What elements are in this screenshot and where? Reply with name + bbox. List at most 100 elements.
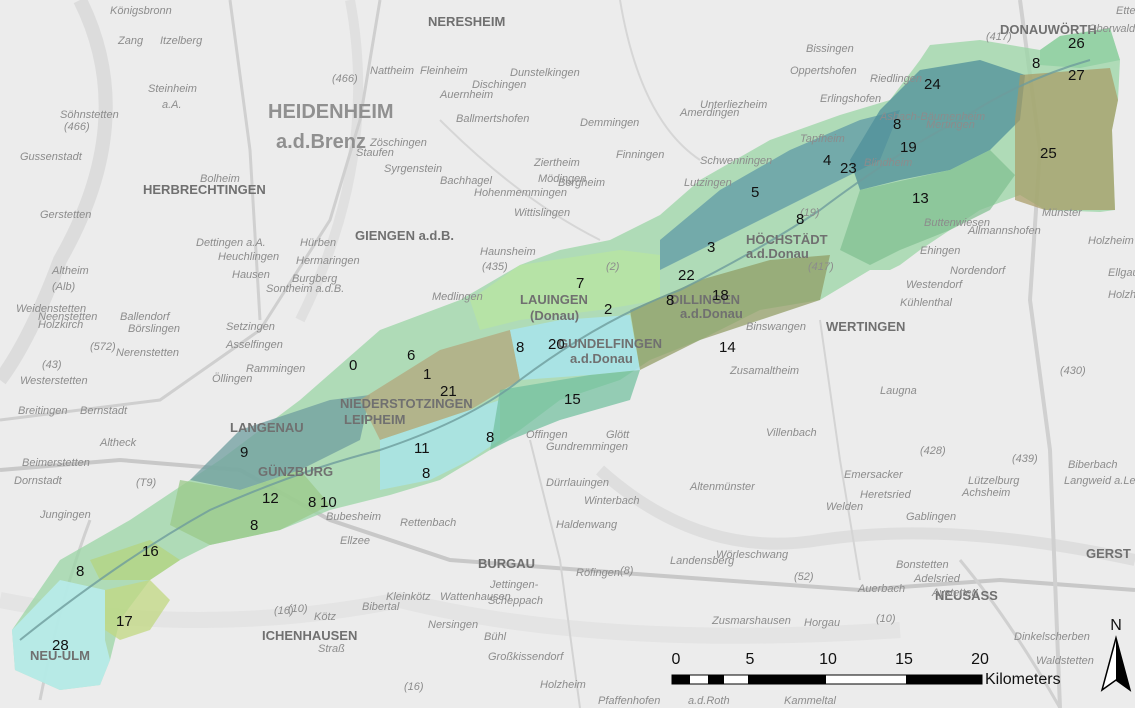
zone-polygon xyxy=(170,470,330,545)
minor-place-label: Wörleschwang xyxy=(716,549,789,561)
zone-number-label: 9 xyxy=(240,444,248,461)
road-number-label: (43) xyxy=(42,359,62,371)
minor-place-label: Kammeltal xyxy=(784,695,837,707)
road-number-label: (8) xyxy=(620,565,634,577)
minor-place-label: Heretsried xyxy=(860,489,912,501)
zone-number-label: 23 xyxy=(840,160,857,177)
minor-place-label: Gerstetten xyxy=(40,209,91,221)
zone-number-label: 8 xyxy=(1032,55,1040,72)
minor-place-label: Rammingen xyxy=(246,363,305,375)
road-number-label: (2) xyxy=(606,261,620,273)
road-number-label: (417) xyxy=(986,31,1012,43)
minor-place-label: Jettingen- xyxy=(489,579,539,591)
zone-number-label: 8 xyxy=(516,339,524,356)
zone-number-label: 24 xyxy=(924,76,941,93)
major-place-label: WERTINGEN xyxy=(826,319,905,334)
minor-place-label: Hürben xyxy=(300,237,336,249)
minor-place-label: Waldstetten xyxy=(1036,655,1094,667)
road-number-label: (466) xyxy=(64,121,90,133)
minor-place-label: Ziertheim xyxy=(533,157,580,169)
minor-place-label: Röfingen xyxy=(576,567,620,579)
scale-tick-label: 5 xyxy=(746,651,755,668)
minor-place-label: Weidenstetten xyxy=(16,303,86,315)
minor-place-label: Wattenhausen xyxy=(440,591,511,603)
minor-place-label: Demmingen xyxy=(580,117,639,129)
zone-number-labels: 0123456788888888889101112131415161718192… xyxy=(52,35,1085,654)
road-number-label: (428) xyxy=(920,445,946,457)
minor-place-label: Scheppach xyxy=(488,595,543,607)
road-number-label: (572) xyxy=(90,341,116,353)
minor-place-label: Asbach-Bäumenheim xyxy=(879,111,985,123)
minor-place-label: Erlingshofen xyxy=(820,93,881,105)
minor-place-label: Bühl xyxy=(484,631,507,643)
zone-polygon xyxy=(490,370,640,450)
zone-number-label: 8 xyxy=(308,494,316,511)
minor-place-label: Syrgenstein xyxy=(384,163,442,175)
minor-place-label: Staufen xyxy=(356,147,394,159)
road-number-label: (430) xyxy=(1060,365,1086,377)
minor-place-label: Unterliezheim xyxy=(700,99,767,111)
major-place-label: a.d.Donau xyxy=(746,246,809,261)
scale-bar: 0 5 10 15 20 Kilometers xyxy=(671,651,1061,688)
minor-place-label: Gablingen xyxy=(906,511,956,523)
road-number-label: (T9) xyxy=(136,477,157,489)
road-number-label: (10) xyxy=(876,613,896,625)
minor-place-label: Auernheim xyxy=(439,89,493,101)
scale-unit-label: Kilometers xyxy=(985,671,1061,688)
minor-place-label: Landensberg xyxy=(670,555,735,567)
major-place-label: LEIPHEIM xyxy=(344,412,405,427)
minor-place-label: Ellzee xyxy=(340,535,370,547)
minor-place-label: Nattheim xyxy=(370,65,414,77)
minor-place-label: Bissingen xyxy=(806,43,854,55)
road-number-label: (52) xyxy=(794,571,814,583)
zone-number-label: 7 xyxy=(576,275,584,292)
zone-number-label: 8 xyxy=(796,211,804,228)
zone-polygon xyxy=(470,250,660,330)
road-number-label: (417) xyxy=(808,261,834,273)
minor-place-label: Beimerstetten xyxy=(22,457,90,469)
zone-number-label: 8 xyxy=(250,517,258,534)
zone-polygon xyxy=(1040,28,1120,68)
major-place-label: DONAUWÖRTH xyxy=(1000,22,1097,37)
zone-number-label: 28 xyxy=(52,637,69,654)
zone-number-label: 21 xyxy=(440,383,457,400)
minor-place-label: Nerenstetten xyxy=(116,347,179,359)
minor-place-label: Pfaffenhofen xyxy=(598,695,660,707)
minor-place-label: Tapfheim xyxy=(800,133,845,145)
road-number-labels: (466)(466)(T9)(43)(572)(19)(2)(417)(417)… xyxy=(42,31,1086,693)
minor-place-label: Holzheim xyxy=(540,679,586,691)
zone-number-label: 6 xyxy=(407,347,415,364)
major-place-label: a.d.Brenz xyxy=(276,131,366,153)
minor-place-label: Dürrlauingen xyxy=(546,477,609,489)
minor-place-label: a.d.Roth xyxy=(688,695,730,707)
minor-place-label: Westendorf xyxy=(906,279,963,291)
minor-place-label: Holzheim xyxy=(1088,235,1134,247)
minor-place-label: Kühlenthal xyxy=(900,297,953,309)
minor-place-label: Kleinkötz xyxy=(386,591,431,603)
minor-place-label: Burgberg xyxy=(292,273,338,285)
minor-place-label: Bernstadt xyxy=(80,405,128,417)
minor-place-label: Altenmünster xyxy=(689,481,756,493)
minor-place-label: Rettenbach xyxy=(400,517,456,529)
minor-place-label: Hohenmemmingen xyxy=(474,187,567,199)
major-place-label: GIENGEN a.d.B. xyxy=(355,228,454,243)
minor-place-label: Welden xyxy=(826,501,863,513)
minor-place-label: Zusamaltheim xyxy=(729,365,799,377)
major-place-labels: HEIDENHEIMa.d.BrenzHERBRECHTINGENGIENGEN… xyxy=(30,14,1131,663)
minor-place-label: Gussenstadt xyxy=(20,151,83,163)
minor-place-label: Ettenbeuren xyxy=(1116,5,1135,17)
minor-place-label: Nordendorf xyxy=(950,265,1006,277)
minor-place-label: Aystetten xyxy=(931,587,978,599)
road-number-label: (435) xyxy=(482,261,508,273)
zone-number-label: 2 xyxy=(604,301,612,318)
minor-place-label: Bonstetten xyxy=(896,559,949,571)
zone-number-label: 8 xyxy=(666,292,674,309)
minor-place-label: Mertingen xyxy=(926,119,975,131)
major-place-label: GUNDELFINGEN xyxy=(558,336,662,351)
zone-number-label: 17 xyxy=(116,613,133,630)
road-number-label: (19) xyxy=(800,207,820,219)
minor-place-label: Ballmertshofen xyxy=(456,113,529,125)
minor-place-label: Dischingen xyxy=(472,79,526,91)
